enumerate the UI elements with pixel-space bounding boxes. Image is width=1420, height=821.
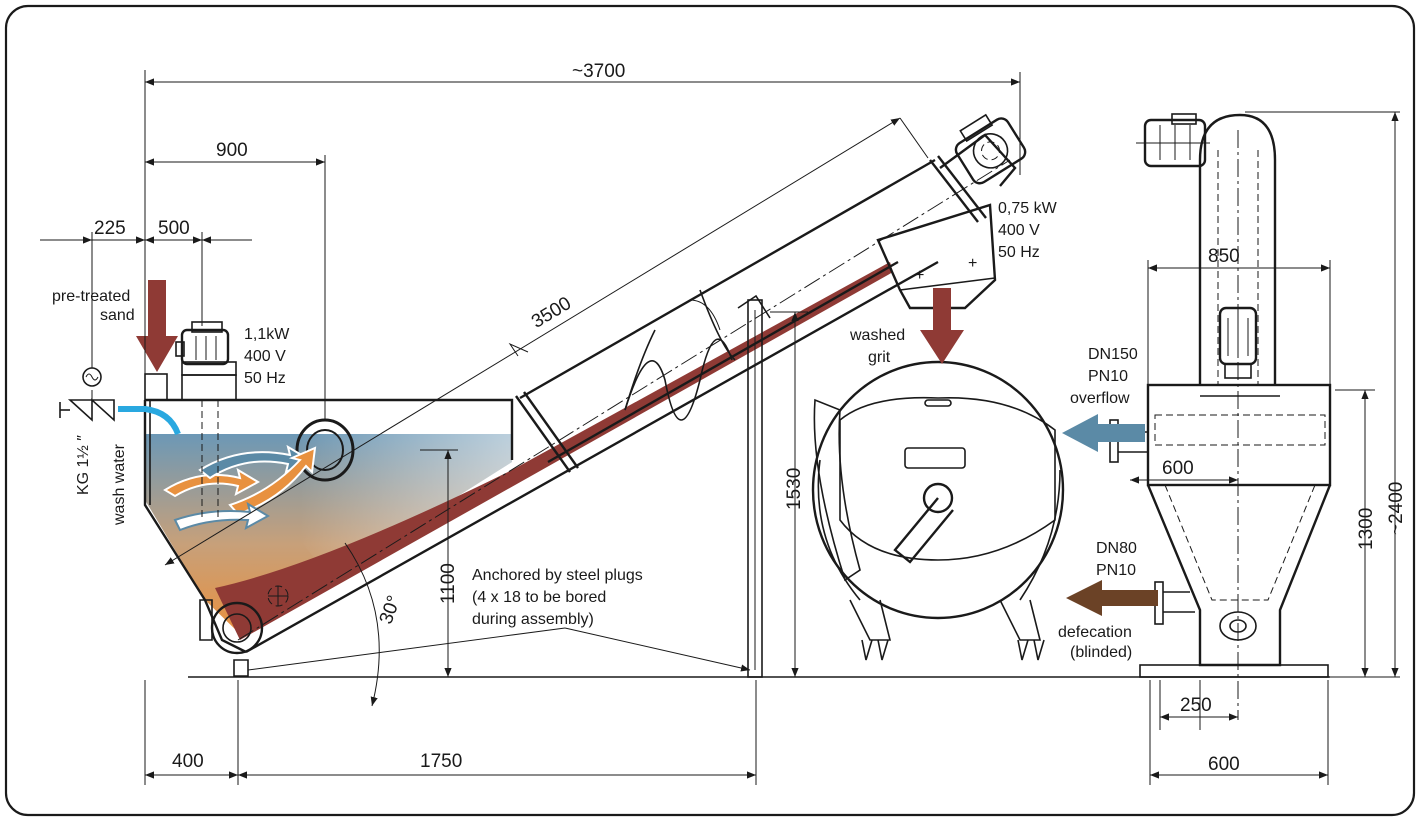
dim-1530: 1530 [784, 468, 805, 510]
dim-600-upper: 600 [1162, 458, 1194, 479]
dim-1100: 1100 [438, 563, 459, 604]
dim-500: 500 [158, 218, 190, 239]
label-anchor-1: Anchored by steel plugs [472, 567, 643, 584]
dim-overall-length: ~3700 [572, 61, 625, 82]
label-pipe: KG 1½ ″ [75, 435, 92, 495]
svg-text:+: + [915, 267, 924, 284]
label-washed-1: washed [849, 327, 905, 344]
label-motor-left-3: 50 Hz [244, 370, 286, 387]
dim-600-lower: 600 [1208, 754, 1240, 775]
dimension-lines [40, 70, 1400, 785]
dim-850: 850 [1208, 246, 1240, 267]
label-motor-left-2: 400 V [244, 348, 286, 365]
label-defecation-2: PN10 [1096, 562, 1136, 579]
label-motor-left-1: 1,1kW [244, 326, 290, 343]
label-motor-right-3: 50 Hz [998, 244, 1040, 261]
dim-225: 225 [94, 218, 126, 239]
label-defecation-1: DN80 [1096, 540, 1137, 557]
conveyor-motor [954, 113, 1027, 185]
dim-1300: 1300 [1356, 508, 1377, 550]
label-washed-2: grit [868, 349, 891, 366]
label-overflow-2: PN10 [1088, 368, 1128, 385]
svg-text:+: + [968, 255, 977, 272]
cyclone-separator [1109, 113, 1332, 720]
dim-900: 900 [216, 140, 248, 161]
grit-container [811, 360, 1065, 661]
label-overflow-1: DN150 [1088, 346, 1138, 363]
label-motor-right-2: 400 V [998, 222, 1040, 239]
label-anchor-3: during assembly) [472, 611, 594, 628]
frame-border [4, 4, 1416, 817]
dim-angle: 30° [376, 593, 406, 627]
discharge-arrow [920, 288, 964, 364]
dim-3500: 3500 [528, 293, 575, 333]
label-defecation-3: defecation [1058, 624, 1132, 641]
label-overflow-3: overflow [1070, 390, 1130, 407]
label-anchor-2: (4 x 18 to be bored [472, 589, 606, 606]
inlet-arrow [136, 280, 178, 372]
label-defecation-4: (blinded) [1070, 644, 1132, 661]
overflow-arrow [1062, 414, 1145, 452]
dim-2400: ~2400 [1386, 482, 1407, 535]
dim-250: 250 [1180, 695, 1212, 716]
label-inlet-2: sand [100, 307, 135, 324]
dim-400: 400 [172, 751, 204, 772]
defecation-arrow [1066, 580, 1158, 616]
label-motor-right-1: 0,75 kW [998, 200, 1058, 217]
bottom-drive [199, 585, 289, 677]
dim-1750: 1750 [420, 751, 462, 772]
label-inlet-1: pre-treated [52, 288, 130, 305]
label-wash-water: wash water [111, 443, 128, 526]
